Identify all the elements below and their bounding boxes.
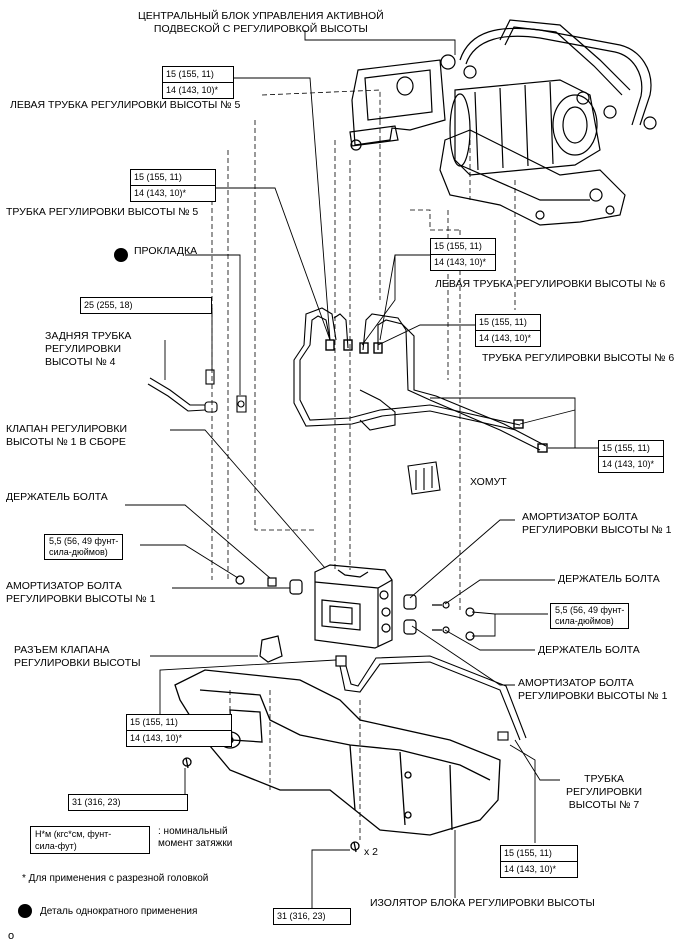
label-tube-7: ТРУБКА РЕГУЛИРОВКИ ВЫСОТЫ № 7 (566, 773, 643, 811)
torque-box-55-left: 5,5 (56, 49 фунт- сила-дюймов) (44, 534, 124, 560)
valve-assembly-drawing (235, 564, 475, 667)
legend-asterisk-note: * Для применения с разрезной головкой (22, 873, 209, 884)
torque-value: 31 (316, 23) (72, 797, 121, 807)
label-insulator: ИЗОЛЯТОР БЛОКА РЕГУЛИРОВКИ ВЫСОТЫ (370, 897, 595, 909)
torque-box-55-right: 5,5 (56, 49 фунт- сила-дюймов) (550, 603, 630, 629)
label-damper-right-bottom: АМОРТИЗАТОР БОЛТА РЕГУЛИРОВКИ ВЫСОТЫ № 1 (518, 677, 668, 702)
legend-single-use: Деталь однократного применения (40, 906, 198, 917)
torque-box-31-left: 31 (316, 23) (68, 794, 188, 811)
torque-value: 15 (155, 11) (134, 172, 182, 182)
torque-value: 15 (155, 11) (504, 848, 552, 858)
torque-box-2: 15 (155, 11) 14 (143, 10)* (130, 169, 216, 202)
single-use-legend-marker (18, 904, 32, 918)
label-damper-left: АМОРТИЗАТОР БОЛТА РЕГУЛИРОВКИ ВЫСОТЫ № 1 (6, 580, 156, 605)
rear-tube-4-drawing (147, 369, 247, 413)
footer-code: o (8, 930, 15, 942)
torque-value: 25 (255, 18) (84, 300, 133, 310)
legend-unit-desc: : номинальный момент затяжки (158, 826, 233, 849)
dashed-lines (211, 89, 516, 840)
label-x2: x 2 (364, 846, 379, 858)
clamp-drawing (407, 461, 441, 495)
label-damper-right-top: АМОРТИЗАТОР БОЛТА РЕГУЛИРОВКИ ВЫСОТЫ № 1 (522, 511, 672, 536)
leader-lines (125, 30, 598, 908)
torque-value-alt: 14 (143, 10)* (501, 861, 577, 877)
label-clamp: ХОМУТ (470, 476, 507, 488)
label-bolt-holder-left: ДЕРЖАТЕЛЬ БОЛТА (6, 491, 108, 503)
insulator-drawing (174, 669, 501, 853)
torque-value: 15 (155, 11) (602, 443, 650, 453)
torque-value: 15 (155, 11) (166, 69, 214, 79)
label-bolt-holder-right-top: ДЕРЖАТЕЛЬ БОЛТА (558, 573, 660, 585)
torque-value: 15 (155, 11) (434, 241, 482, 251)
torque-box-31-bottom: 31 (316, 23) (273, 908, 351, 925)
torque-box-5: 15 (155, 11) 14 (143, 10)* (598, 440, 664, 473)
label-valve-1: КЛАПАН РЕГУЛИРОВКИ ВЫСОТЫ № 1 В СБОРЕ (6, 423, 128, 448)
torque-value-alt: 14 (143, 10)* (599, 456, 663, 472)
label-left-tube-6: ЛЕВАЯ ТРУБКА РЕГУЛИРОВКИ ВЫСОТЫ № 6 (435, 278, 666, 290)
torque-box-7: 15 (155, 11) 14 (143, 10)* (500, 845, 578, 878)
label-tube-5: ТРУБКА РЕГУЛИРОВКИ ВЫСОТЫ № 5 (6, 206, 199, 218)
torque-box-25: 25 (255, 18) (80, 297, 212, 314)
label-rear-tube-4: ЗАДНЯЯ ТРУБКА РЕГУЛИРОВКИ ВЫСОТЫ № 4 (45, 330, 132, 368)
torque-box-6: 15 (155, 11) 14 (143, 10)* (126, 714, 232, 747)
torque-box-4: 15 (155, 11) 14 (143, 10)* (475, 314, 541, 347)
label-left-tube-5: ЛЕВАЯ ТРУБКА РЕГУЛИРОВКИ ВЫСОТЫ № 5 (10, 99, 241, 111)
torque-value: 31 (316, 23) (277, 911, 326, 921)
label-tube-6: ТРУБКА РЕГУЛИРОВКИ ВЫСОТЫ № 6 (482, 352, 675, 364)
single-use-marker (114, 248, 128, 262)
tubes-drawing (293, 307, 548, 453)
torque-box-1: 15 (155, 11) 14 (143, 10)* (162, 66, 234, 99)
torque-box-3: 15 (155, 11) 14 (143, 10)* (430, 238, 496, 271)
tube-7-drawing (339, 655, 527, 741)
legend-unit-box: Н*м (кгс*см, фунт- сила-фут) (30, 826, 150, 854)
label-bolt-holder-right-bottom: ДЕРЖАТЕЛЬ БОЛТА (538, 644, 640, 656)
label-gasket: ПРОКЛАДКА (134, 245, 198, 257)
torque-value-alt: 14 (143, 10)* (431, 254, 495, 270)
torque-value-alt: 14 (143, 10)* (127, 730, 231, 746)
label-central-block: ЦЕНТРАЛЬНЫЙ БЛОК УПРАВЛЕНИЯ АКТИВНОЙ ПОД… (138, 10, 384, 35)
torque-value-alt: 14 (143, 10)* (476, 330, 540, 346)
torque-value-alt: 14 (143, 10)* (131, 185, 215, 201)
control-block-drawing (349, 19, 657, 226)
torque-value-alt: 14 (143, 10)* (163, 82, 233, 98)
label-connector: РАЗЪЕМ КЛАПАНА РЕГУЛИРОВКИ ВЫСОТЫ (14, 644, 141, 669)
torque-value: 15 (155, 11) (130, 717, 178, 727)
torque-value: 15 (155, 11) (479, 317, 527, 327)
